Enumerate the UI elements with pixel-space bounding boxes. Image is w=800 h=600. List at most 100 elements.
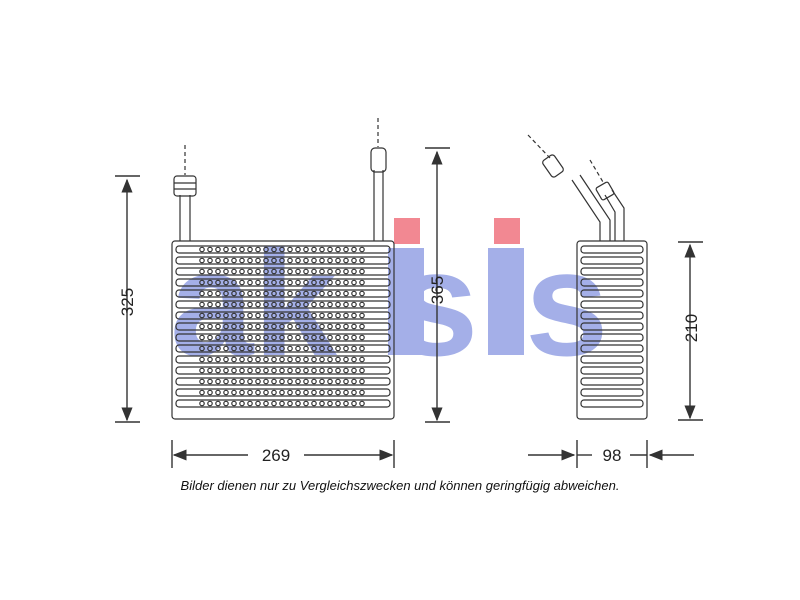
dim-side-depth	[528, 440, 694, 468]
fin-dot	[295, 356, 301, 363]
fin-dot	[207, 400, 213, 407]
fin-dot	[359, 246, 365, 253]
fin-dot	[351, 367, 357, 374]
fin-row	[580, 322, 644, 331]
fin-dot	[287, 334, 293, 341]
fin-row	[580, 377, 644, 386]
fin-dot	[335, 345, 341, 352]
fin-dot	[279, 356, 285, 363]
fin-dot	[359, 268, 365, 275]
fin-dot	[319, 246, 325, 253]
fin-dot	[303, 312, 309, 319]
fin-dot	[231, 290, 237, 297]
fin-dot	[239, 290, 245, 297]
fin-dot	[255, 378, 261, 385]
fin-dot	[223, 323, 229, 330]
fin-dot	[263, 312, 269, 319]
fin-row	[175, 377, 391, 386]
fin-dot	[359, 312, 365, 319]
fin-dot	[359, 334, 365, 341]
fin-dot	[215, 323, 221, 330]
fin-dot	[311, 312, 317, 319]
fin-dot	[311, 279, 317, 286]
fin-dot	[239, 389, 245, 396]
fin-dot	[231, 257, 237, 264]
dim-label-365: 365	[428, 276, 447, 304]
fin-dot	[215, 367, 221, 374]
fin-dot	[263, 334, 269, 341]
fin-dot	[279, 268, 285, 275]
fin-dot	[207, 290, 213, 297]
fin-dot	[311, 257, 317, 264]
fin-dot	[303, 268, 309, 275]
fin-dot	[255, 301, 261, 308]
fin-dot	[351, 246, 357, 253]
fin-dot	[311, 334, 317, 341]
fin-dot	[335, 356, 341, 363]
fin-row	[175, 344, 391, 353]
dim-label-325: 325	[118, 288, 137, 316]
fin-dot	[287, 323, 293, 330]
fin-dot	[287, 345, 293, 352]
fin-dot	[231, 389, 237, 396]
fin-dot	[199, 400, 205, 407]
front-view	[171, 118, 395, 420]
fin-dot	[255, 400, 261, 407]
fin-row	[175, 300, 391, 309]
fin-dot	[223, 367, 229, 374]
fin-dot	[231, 312, 237, 319]
fin-dot	[255, 345, 261, 352]
fin-dot	[335, 301, 341, 308]
fin-dot	[327, 356, 333, 363]
fin-dot	[223, 356, 229, 363]
fin-dot	[279, 389, 285, 396]
fin-dot	[247, 257, 253, 264]
fin-dot	[271, 323, 277, 330]
fin-dot	[247, 323, 253, 330]
dim-label-269: 269	[262, 446, 290, 465]
front-fins	[175, 245, 391, 408]
fin-dot	[327, 334, 333, 341]
fin-dot	[223, 378, 229, 385]
fin-dot	[255, 312, 261, 319]
fin-row	[175, 355, 391, 364]
fin-dot	[255, 389, 261, 396]
fin-dot	[255, 290, 261, 297]
fin-dot	[359, 257, 365, 264]
fin-dot	[303, 389, 309, 396]
fin-dot	[343, 268, 349, 275]
fin-dot	[319, 301, 325, 308]
front-right-pipe	[370, 118, 387, 241]
fin-dot	[215, 246, 221, 253]
fin-dot	[215, 257, 221, 264]
fin-dot	[231, 323, 237, 330]
fin-dot	[279, 334, 285, 341]
fin-dot	[239, 257, 245, 264]
fin-dot	[303, 367, 309, 374]
fin-dot	[303, 301, 309, 308]
fin-dot	[327, 312, 333, 319]
dim-side-height	[678, 241, 703, 421]
fin-dot	[279, 400, 285, 407]
fin-dot	[199, 323, 205, 330]
fin-dot	[327, 400, 333, 407]
fin-dot	[295, 257, 301, 264]
fin-row	[175, 289, 391, 298]
fin-dot	[319, 334, 325, 341]
fin-dot	[271, 301, 277, 308]
dim-label-98: 98	[603, 446, 622, 465]
fin-dot	[311, 356, 317, 363]
fin-dot	[199, 246, 205, 253]
fin-dot	[351, 323, 357, 330]
fin-dot	[311, 323, 317, 330]
fin-dot	[287, 356, 293, 363]
fin-dot	[287, 246, 293, 253]
fin-dot	[343, 356, 349, 363]
fin-dot	[223, 268, 229, 275]
fin-dot	[319, 367, 325, 374]
fin-dot	[335, 367, 341, 374]
fin-dot	[287, 400, 293, 407]
fin-dot	[319, 279, 325, 286]
fin-dot	[271, 312, 277, 319]
fin-row	[175, 399, 391, 408]
